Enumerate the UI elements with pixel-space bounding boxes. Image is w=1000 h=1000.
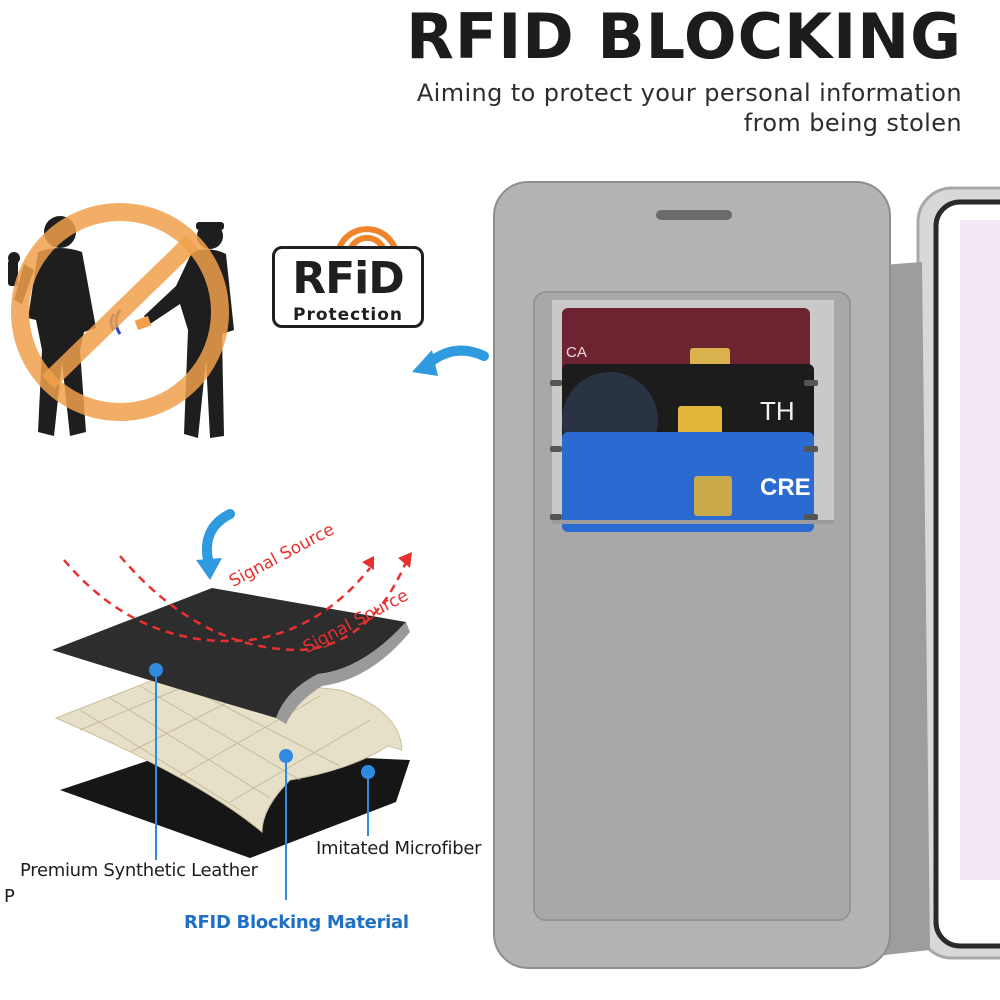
microfiber-label: Imitated Microfiber [316,838,482,859]
curved-arrow-down-icon [196,509,235,580]
blocking-material-label: RFID Blocking Material [184,912,409,933]
blocking-layer [54,671,403,834]
blue-card-text: CRE [760,474,811,501]
layer-structure-diagram [52,552,412,900]
skimming-prohibited-illustration [8,203,234,438]
red-card-text: CA [566,344,587,361]
rfid-protection-badge: RFiD Protection [272,246,424,328]
badge-word: RFiD [292,253,405,304]
black-card-text: TH [760,396,795,426]
curved-arrow-left-icon [412,345,489,376]
prohibited-icon [11,203,229,421]
page-title: RFID BLOCKING [406,0,962,73]
badge-subtitle: Protection [293,305,403,325]
cut-off-label: P [4,886,15,907]
page-subtitle: Aiming to protect your personal informat… [416,79,962,137]
speaker-slot [656,210,732,220]
blue-card [562,432,814,532]
phone-case-illustration [493,181,1000,969]
leather-label: Premium Synthetic Leather [20,860,258,881]
